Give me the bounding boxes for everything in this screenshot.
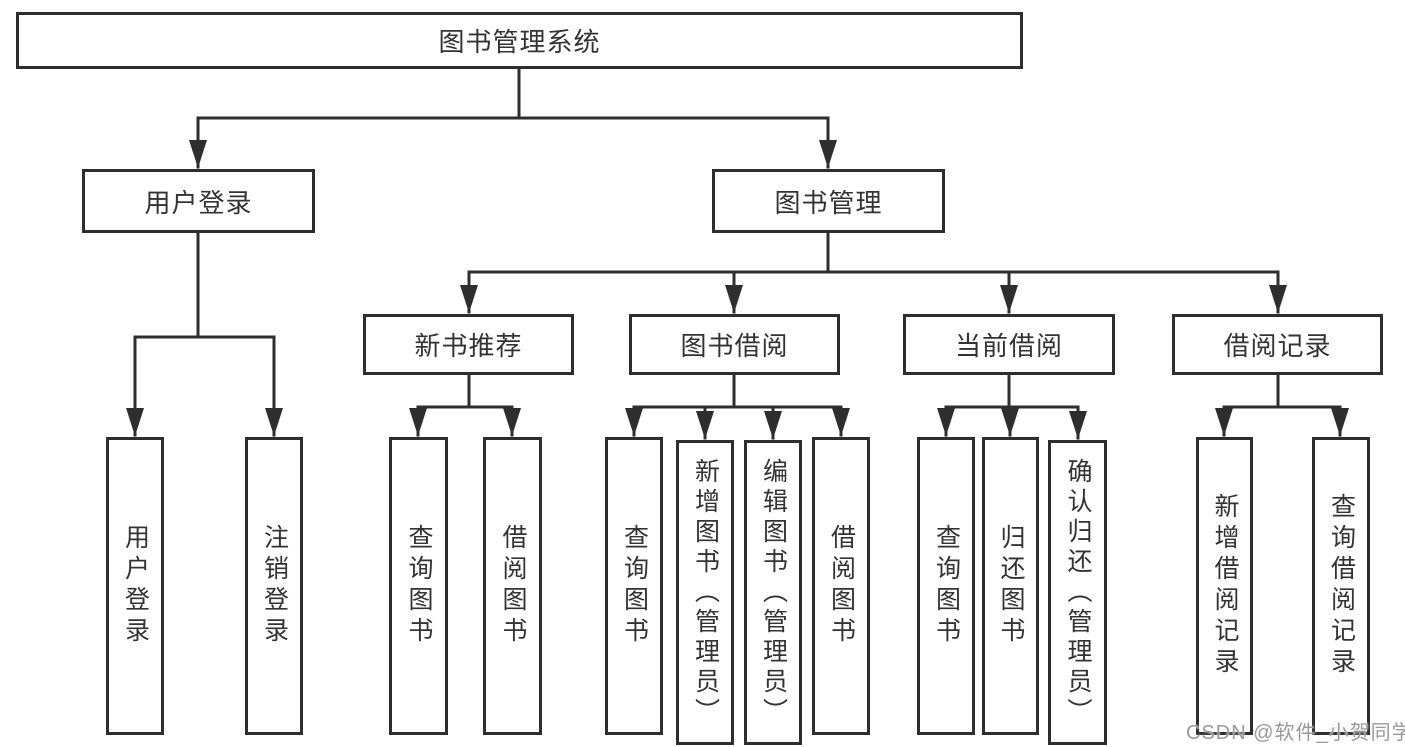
node-user-login: 用户登录	[82, 169, 315, 233]
trunk-borrowing-records	[1222, 373, 1342, 409]
node-new-book-recommendation: 新书推荐	[363, 314, 574, 375]
leaf-user-login: 用户登录	[106, 437, 164, 735]
trunk-new-book-recommendation	[416, 373, 514, 409]
trunk-book-management	[467, 231, 1280, 274]
leaf-cb-query-books: 查询图书	[917, 437, 975, 735]
leaf-logout: 注销登录	[245, 437, 303, 735]
node-borrowing-records: 借阅记录	[1172, 314, 1383, 375]
leaf-cb-return-books: 归还图书	[982, 437, 1039, 735]
leaf-br-add-record: 新增借阅记录	[1196, 437, 1253, 735]
leaf-nbr-query-books: 查询图书	[389, 437, 448, 735]
node-book-management: 图书管理	[712, 169, 945, 233]
leaf-bb-borrow-books: 借阅图书	[812, 437, 870, 735]
node-book-borrowing: 图书借阅	[629, 314, 840, 375]
leaf-cb-confirm-return-admin: 确认归还（管理员）	[1048, 440, 1107, 745]
trunk-user-login	[133, 231, 276, 339]
trunk-book-borrowing	[632, 373, 843, 409]
trunk-root	[196, 67, 830, 120]
node-root: 图书管理系统	[16, 12, 1023, 69]
watermark-text: CSDN @软件_小贺同学	[1186, 722, 1405, 744]
trunk-current-borrowing	[944, 373, 1080, 409]
leaf-bb-edit-books-admin: 编辑图书（管理员）	[744, 440, 802, 745]
leaf-br-query-record: 查询借阅记录	[1312, 437, 1370, 735]
leaf-bb-add-books-admin: 新增图书（管理员）	[676, 440, 734, 745]
leaf-nbr-borrow-books: 借阅图书	[483, 437, 542, 735]
node-current-borrowing: 当前借阅	[903, 314, 1115, 375]
leaf-bb-query-books: 查询图书	[605, 437, 663, 735]
